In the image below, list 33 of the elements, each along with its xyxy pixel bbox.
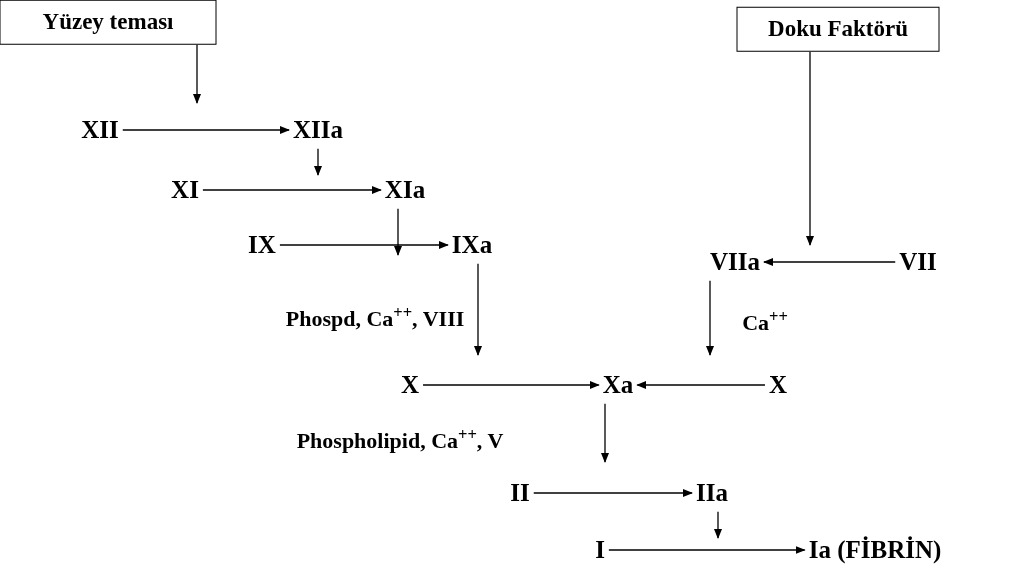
arrow (122, 126, 290, 134)
arrow (422, 381, 600, 389)
factor-label: XII (77, 111, 123, 149)
factor-label: IIa (692, 474, 732, 512)
arrow (193, 43, 201, 104)
factor-label: Ia (FİBRİN) (804, 531, 946, 569)
factor-label: X (396, 366, 424, 404)
factor-label: VIIa (706, 243, 764, 281)
arrow (202, 186, 382, 194)
arrow (314, 148, 322, 176)
arrow (474, 263, 482, 356)
factor-label: II (506, 474, 534, 512)
arrow (601, 403, 609, 463)
factor-label: IX (244, 226, 280, 264)
arrow (806, 50, 814, 246)
factor-label: XIIa (289, 111, 347, 149)
arrow (608, 546, 806, 554)
factor-label: Xa (598, 366, 638, 404)
factor-label: IXa (447, 226, 497, 264)
process-box: Doku Faktörü (736, 6, 940, 52)
arrow (533, 489, 693, 497)
factor-label: I (591, 531, 609, 569)
factor-label: XI (167, 171, 203, 209)
arrow (706, 280, 714, 356)
arrow (636, 381, 766, 389)
process-box: Yüzey teması (0, 0, 217, 45)
arrow (279, 241, 449, 249)
arrow (394, 208, 402, 256)
arrow (714, 511, 722, 539)
arrow (763, 258, 896, 266)
factor-label: VII (895, 243, 941, 281)
factor-label: X (764, 366, 792, 404)
factor-label: XIa (380, 171, 430, 209)
